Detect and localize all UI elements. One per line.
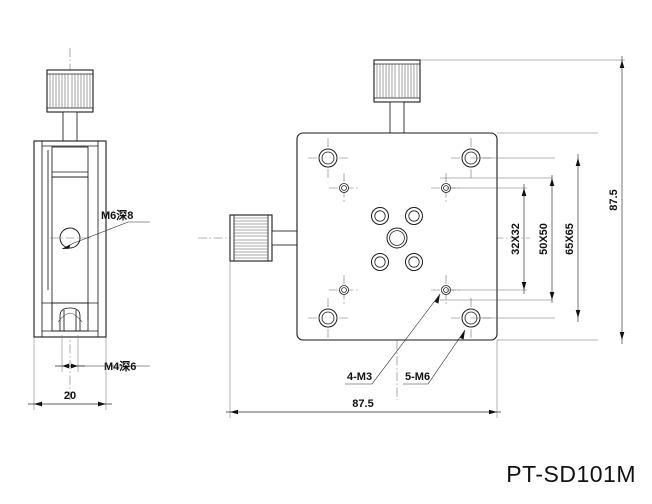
part-number-label: PT-SD101M	[506, 461, 636, 487]
dimension-overall-height-87-5-label: 87.5	[608, 189, 620, 210]
dimension-overall-height-87-5: 87.5	[608, 56, 625, 344]
callout-m4-depth-6-label: M4深6	[104, 359, 136, 373]
callout-4-m3: 4-M3	[345, 293, 441, 385]
m3-hole-bottom-left	[329, 275, 359, 305]
dimension-overall-width-87-5: 87.5	[226, 261, 501, 418]
dimension-50x50: 50X50	[440, 175, 555, 303]
dimension-32x32: 32X32	[510, 184, 527, 294]
counterbore-upper-right	[405, 207, 423, 225]
center-m6-hole	[386, 227, 408, 249]
dimension-32x32-label: 32X32	[510, 223, 522, 255]
side-view-body	[33, 140, 107, 338]
top-view-center-hole-cluster	[371, 207, 423, 271]
callout-4-m3-label: 4-M3	[347, 371, 372, 383]
y-knob-knurling	[376, 64, 418, 98]
counterbore-lower-right	[405, 253, 423, 271]
m6-hole-bottom-left	[308, 298, 348, 338]
callout-m6-depth-8: M6深8	[61, 208, 150, 250]
top-view-x-knob	[229, 214, 304, 262]
dimension-65x65: 65X65	[564, 154, 581, 322]
dimension-65x65-label: 65X65	[564, 223, 576, 255]
counterbore-upper-left	[371, 207, 389, 225]
top-plan-view: 4-M3 5-M6 32X32 5	[198, 56, 625, 418]
side-view-m6-hole	[50, 227, 90, 249]
m6-hole-top-left	[308, 138, 348, 178]
top-view-y-knob	[373, 59, 421, 134]
side-view-screw-spacing-dim	[55, 335, 85, 372]
callout-m6-depth-8-label: M6深8	[101, 208, 133, 222]
dimension-side-width-20: 20	[28, 337, 112, 410]
dimension-overall-width-87-5-label: 87.5	[352, 398, 373, 410]
callout-5-m6: 5-M6	[403, 329, 466, 385]
dimension-50x50-label: 50X50	[538, 223, 550, 255]
side-elevation-view: M6深8 M4深6 20	[28, 48, 150, 410]
knob-knurling	[49, 74, 91, 108]
counterbore-lower-left	[371, 253, 389, 271]
dimension-side-width-20-label: 20	[64, 390, 76, 402]
side-view-adjuster-screw	[57, 307, 83, 332]
callout-5-m6-label: 5-M6	[405, 371, 430, 383]
side-view-knob	[46, 69, 94, 143]
m3-hole-top-left	[329, 173, 359, 203]
x-knob-knurling	[234, 217, 268, 259]
